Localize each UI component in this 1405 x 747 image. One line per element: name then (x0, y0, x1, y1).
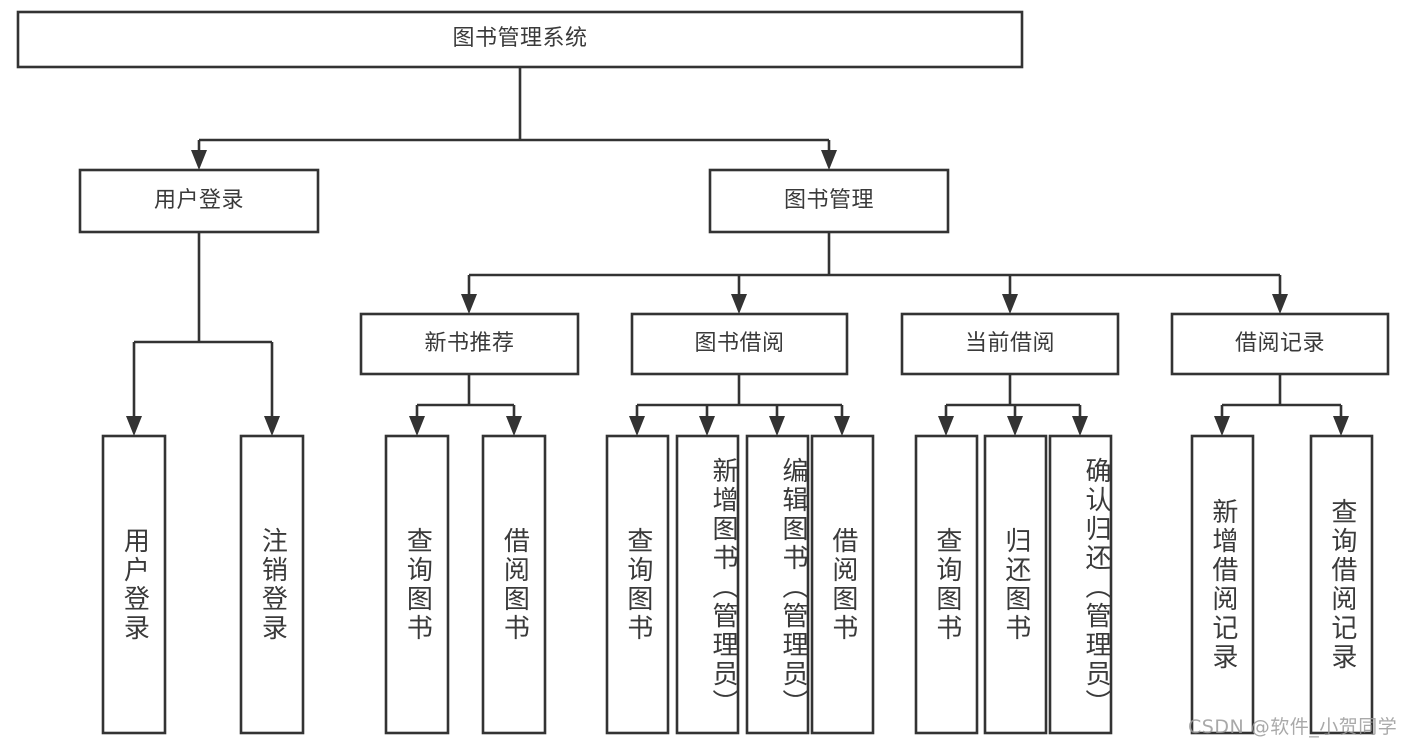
arrow-leaf-query-record (1333, 416, 1349, 436)
arrow-leaf-edit-book (769, 416, 785, 436)
node-box-leaf-logout-login[interactable] (239, 434, 305, 735)
arrow-current-borrow (1002, 294, 1018, 314)
arrow-leaf-query-book-3 (938, 416, 954, 436)
arrow-leaf-query-book-2 (629, 416, 645, 436)
csdn-watermark: CSDN @软件_小贺同学 (1188, 716, 1398, 738)
node-box-leaf-query-record[interactable] (1309, 434, 1374, 735)
node-box-book-management[interactable] (708, 168, 950, 234)
node-box-leaf-return-book[interactable] (983, 434, 1048, 735)
node-box-user-login[interactable] (78, 168, 320, 234)
node-box-borrow-record[interactable] (1170, 312, 1390, 376)
node-box-leaf-add-book[interactable] (675, 434, 740, 735)
node-box-root[interactable] (16, 10, 1024, 69)
node-box-leaf-borrow-book-2[interactable] (810, 434, 875, 735)
arrow-leaf-borrow-book-1 (506, 416, 522, 436)
node-box-leaf-query-book-1[interactable] (384, 434, 450, 735)
arrow-leaf-user-login (126, 416, 142, 436)
node-box-leaf-query-book-2[interactable] (605, 434, 670, 735)
node-box-leaf-add-record[interactable] (1190, 434, 1255, 735)
edges-layer (126, 67, 1349, 436)
arrow-borrow-record (1272, 294, 1288, 314)
node-box-leaf-edit-book[interactable] (745, 434, 810, 735)
arrow-leaf-add-record (1214, 416, 1230, 436)
arrow-new-book-recommend (461, 294, 477, 314)
node-box-book-borrow[interactable] (630, 312, 849, 376)
node-box-current-borrow[interactable] (900, 312, 1120, 376)
arrow-book-management (821, 150, 837, 170)
node-box-leaf-confirm-return[interactable] (1048, 434, 1113, 735)
arrow-book-borrow (731, 294, 747, 314)
arrow-leaf-return-book (1007, 416, 1023, 436)
arrow-leaf-add-book (699, 416, 715, 436)
node-box-new-book-recommend[interactable] (359, 312, 580, 376)
arrow-leaf-borrow-book-2 (834, 416, 850, 436)
node-box-leaf-query-book-3[interactable] (914, 434, 979, 735)
node-box-leaf-borrow-book-1[interactable] (481, 434, 547, 735)
arrow-leaf-query-book-1 (409, 416, 425, 436)
arrow-leaf-logout (264, 416, 280, 436)
arrow-user-login (191, 150, 207, 170)
arrow-leaf-confirm-return (1072, 416, 1088, 436)
nodes-layer (16, 10, 1390, 735)
node-box-leaf-user-login[interactable] (101, 434, 167, 735)
